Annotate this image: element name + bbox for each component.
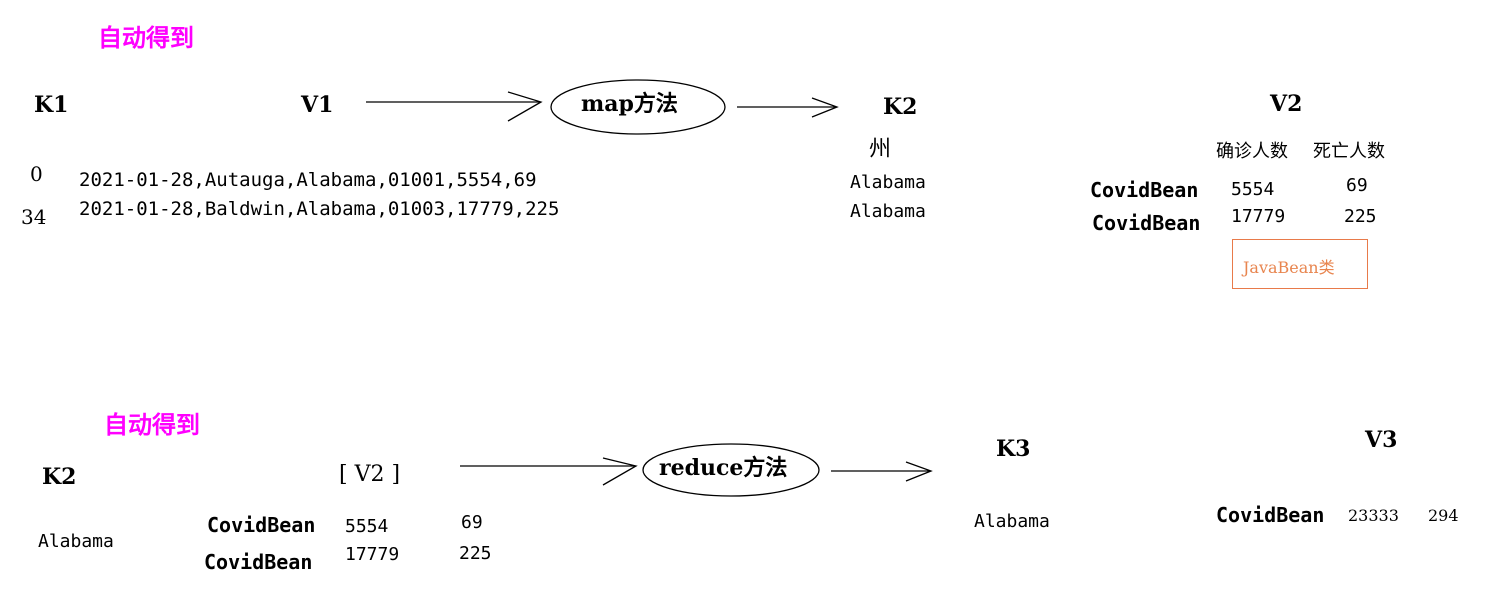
covidbean-bottom-2: CovidBean — [204, 550, 313, 574]
covidbean-top-2-cases: 17779 — [1231, 206, 1286, 227]
javabean-class-label: JavaBean类 — [1243, 258, 1335, 277]
k3-value: Alabama — [974, 511, 1050, 532]
k2-value-1: Alabama — [850, 172, 926, 193]
map-method-label: map方法 — [581, 91, 678, 117]
deaths-label: 死亡人数 — [1313, 141, 1385, 162]
state-label: 州 — [869, 137, 892, 162]
arrow-v2-to-reduce — [460, 457, 638, 486]
map-method-ellipse — [550, 79, 726, 135]
covidbean-top-2-deaths: 225 — [1344, 206, 1377, 227]
covidbean-top-1-deaths: 69 — [1346, 175, 1368, 196]
arrow-v1-to-map — [366, 91, 543, 122]
reduce-method-label: reduce方法 — [659, 455, 788, 481]
v2-heading-top: V2 — [1270, 91, 1303, 117]
javabean-class-box: JavaBean类 — [1232, 239, 1368, 289]
k1-heading: K1 — [34, 92, 69, 118]
k2-value-2: Alabama — [850, 201, 926, 222]
covidbean-bottom-2-deaths: 225 — [459, 543, 492, 564]
auto-obtained-label-top: 自动得到 — [98, 24, 194, 52]
covidbean-bottom-1: CovidBean — [207, 513, 316, 537]
v1-heading: V1 — [301, 92, 334, 118]
k2-heading-top: K2 — [883, 94, 918, 120]
arrow-map-to-k2 — [737, 97, 839, 118]
covidbean-bottom-1-cases: 5554 — [345, 516, 389, 537]
v3-heading: V3 — [1365, 427, 1398, 453]
k3-heading: K3 — [996, 436, 1031, 462]
covidbean-bottom-1-deaths: 69 — [461, 512, 483, 533]
covidbean-top-1-cases: 5554 — [1231, 179, 1275, 200]
covidbean-result-cases: 23333 — [1348, 506, 1399, 525]
covidbean-top-2: CovidBean — [1092, 211, 1201, 235]
confirmed-cases-label: 确诊人数 — [1216, 141, 1288, 162]
k2-heading-bottom: K2 — [42, 464, 77, 490]
arrow-reduce-to-k3 — [831, 461, 933, 482]
covidbean-result-deaths: 294 — [1428, 506, 1459, 525]
covidbean-top-1: CovidBean — [1090, 178, 1199, 202]
auto-obtained-label-bottom: 自动得到 — [104, 411, 200, 439]
reduce-method-ellipse — [642, 443, 820, 497]
k1-value-0: 0 — [30, 162, 43, 186]
covidbean-bottom-2-cases: 17779 — [345, 544, 400, 565]
k1-value-34: 34 — [21, 205, 47, 229]
covidbean-result: CovidBean — [1216, 503, 1325, 527]
k2-value-bottom: Alabama — [38, 531, 114, 552]
v2-list-heading: [ V2 ] — [339, 462, 401, 487]
v1-record-line-2: 2021-01-28,Baldwin,Alabama,01003,17779,2… — [79, 198, 560, 220]
v1-record-line-1: 2021-01-28,Autauga,Alabama,01001,5554,69 — [79, 169, 537, 191]
